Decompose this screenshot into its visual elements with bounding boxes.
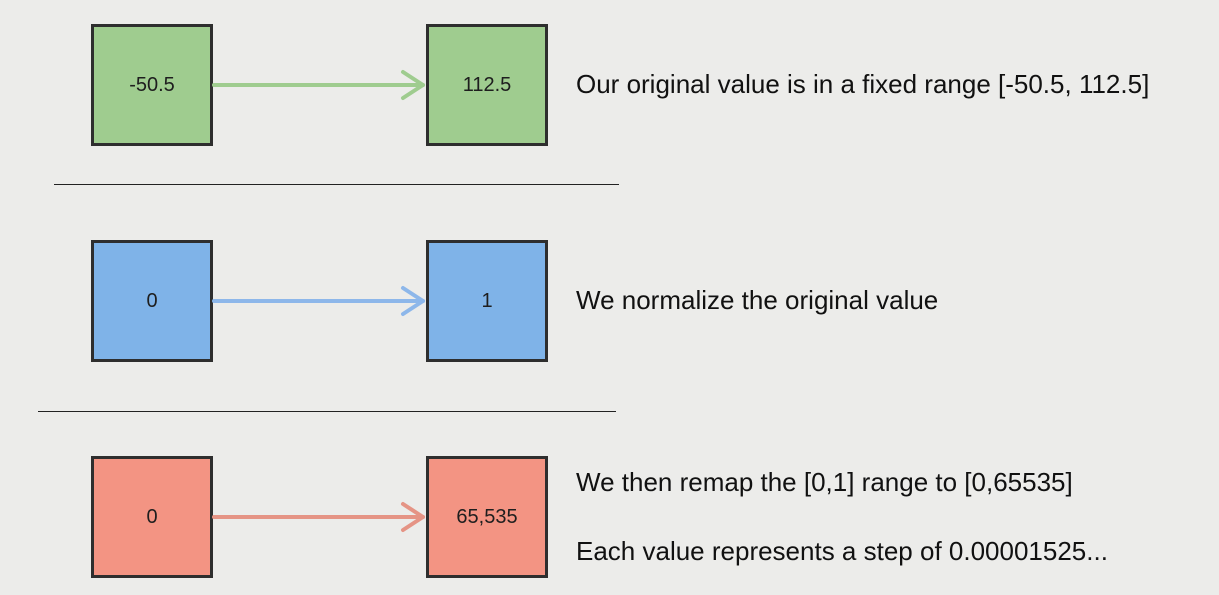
- remap-arrow: [212, 502, 425, 532]
- remap-caption: We then remap the [0,1] range to [0,6553…: [576, 467, 1073, 497]
- range-end-box: 112.5: [426, 24, 548, 146]
- range-arrow: [212, 70, 425, 100]
- normalize-arrow: [212, 286, 425, 316]
- range-end-value: 112.5: [462, 73, 512, 96]
- range-start-value: -50.5: [129, 73, 175, 96]
- range-caption: Our original value is in a fixed range […: [576, 69, 1150, 99]
- normalize-end-value: 1: [481, 289, 493, 312]
- range-row: -50.5 112.5 Our original value is in a f…: [0, 24, 1219, 146]
- normalize-start-value: 0: [146, 289, 158, 312]
- normalize-row: 0 1 We normalize the original value: [0, 240, 1219, 362]
- step-caption: Each value represents a step of 0.000015…: [576, 536, 1108, 566]
- remap-end-box: 65,535: [426, 456, 548, 578]
- normalize-start-box: 0: [91, 240, 213, 362]
- normalize-end-box: 1: [426, 240, 548, 362]
- divider-line: [38, 411, 616, 412]
- remap-start-value: 0: [146, 505, 158, 528]
- remap-start-box: 0: [91, 456, 213, 578]
- range-start-box: -50.5: [91, 24, 213, 146]
- normalize-caption: We normalize the original value: [576, 285, 939, 315]
- remap-row: 0 65,535 We then remap the [0,1] range t…: [0, 456, 1219, 578]
- divider-line: [54, 184, 619, 185]
- remap-end-value: 65,535: [456, 505, 518, 528]
